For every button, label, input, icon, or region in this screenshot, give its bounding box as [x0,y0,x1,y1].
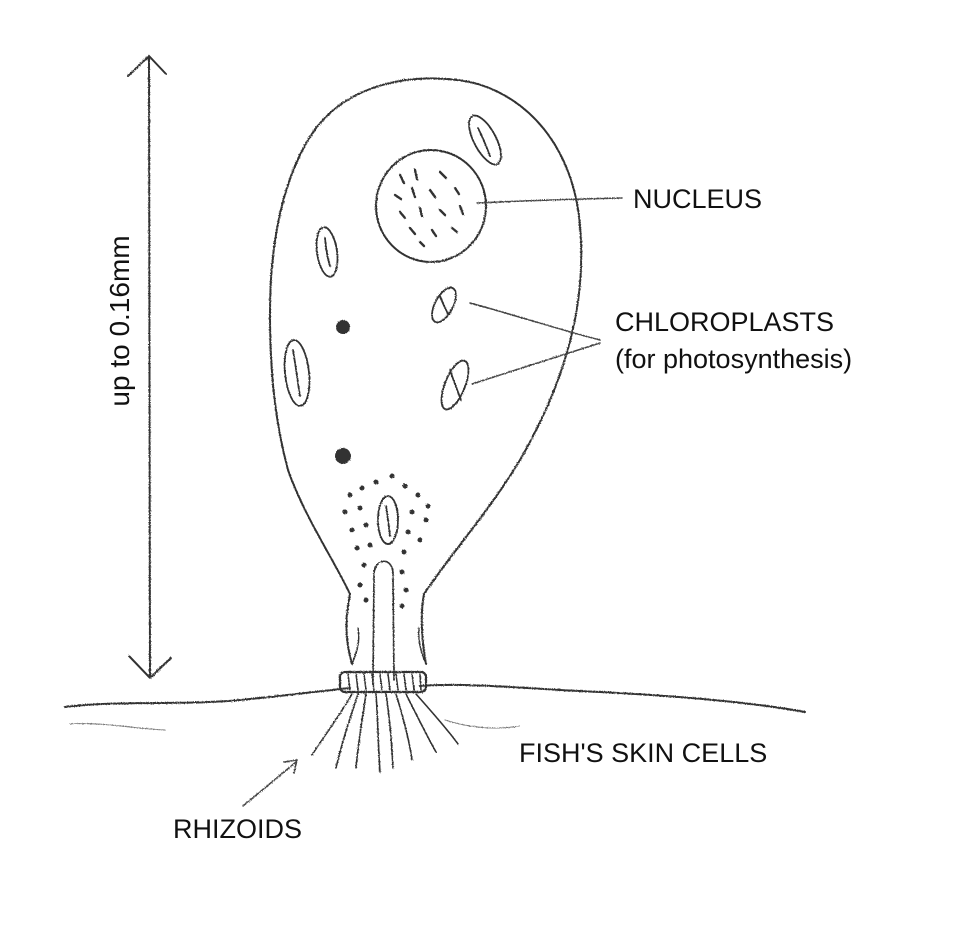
chloroplasts [283,114,502,545]
attachment-band [338,670,428,694]
nucleus-label: NUCLEUS [633,184,763,214]
skin-cells-label: FISH'S SKIN CELLS [519,738,768,768]
stalk-tube [372,560,395,681]
rhizoids-label: RHIZOIDS [173,814,303,844]
stalk-neck-right [418,627,427,665]
stalk-neck-left [351,627,360,665]
skin-surface-line [64,683,806,713]
nucleus [375,149,487,263]
rhizoids [311,693,459,773]
organism-body [268,77,583,665]
chloroplasts-label: CHLOROPLASTS [615,307,835,337]
attachment-band-hatching [347,673,422,691]
chloroplasts-note-label: (for photosynthesis) [615,344,853,374]
scale-label: up to 0.16mm [104,235,135,407]
pointer-lines [242,197,623,807]
scale-arrow [127,54,172,680]
skin-surface-faint [69,719,521,731]
granules [335,320,431,609]
